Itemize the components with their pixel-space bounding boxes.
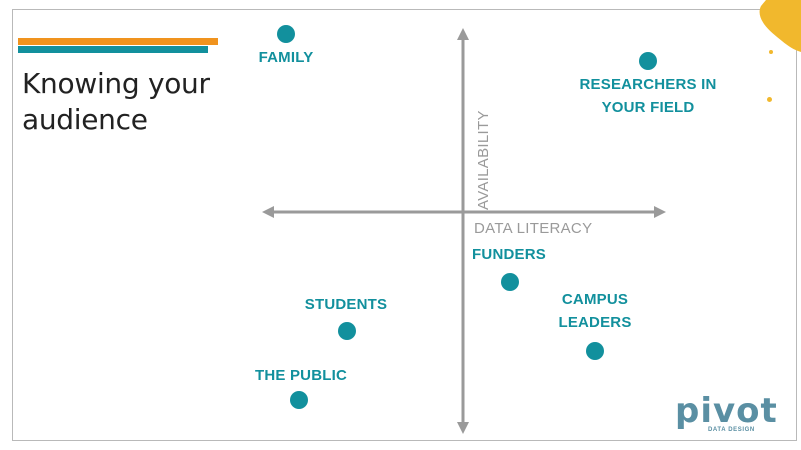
teal-accent-bar	[18, 46, 208, 53]
x-axis-label: DATA LITERACY	[474, 220, 593, 237]
x-axis-arrow-left	[262, 206, 274, 218]
audience-dot-the-public	[290, 391, 308, 409]
audience-label-family: FAMILY	[248, 46, 324, 69]
y-axis-label: AVAILABILITY	[475, 110, 492, 210]
audience-label-line: CAMPUS	[561, 291, 629, 308]
audience-label-line: FAMILY	[258, 49, 314, 66]
slide	[12, 9, 797, 441]
audience-label-line: STUDENTS	[304, 296, 388, 313]
audience-label-students: STUDENTS	[298, 293, 394, 316]
yellow-dot	[767, 97, 772, 102]
audience-dot-campus-leaders	[586, 342, 604, 360]
logo-wordmark: pivot	[675, 391, 778, 431]
y-axis-arrow-top	[457, 28, 469, 40]
audience-label-line: RESEARCHERS IN	[579, 76, 717, 93]
y-axis-arrow-bottom	[457, 422, 469, 434]
audience-dot-researchers	[639, 52, 657, 70]
title-line-1: Knowing your	[22, 67, 210, 100]
audience-dot-family	[277, 25, 295, 43]
audience-label-researchers: RESEARCHERS IN YOUR FIELD	[568, 73, 728, 119]
audience-label-line: YOUR FIELD	[601, 99, 695, 116]
audience-label-funders: FUNDERS	[466, 243, 552, 266]
orange-accent-bar	[18, 38, 218, 45]
title-line-2: audience	[22, 103, 148, 136]
audience-label-campus-leaders: CAMPUS LEADERS	[552, 288, 638, 334]
logo-tagline: DATA DESIGN	[708, 427, 755, 433]
slide-title: Knowing your audience	[22, 66, 210, 138]
yellow-paint-blob	[759, 0, 801, 54]
audience-dot-students	[338, 322, 356, 340]
audience-label-line: LEADERS	[558, 314, 632, 331]
audience-label-the-public: THE PUBLIC	[246, 364, 356, 387]
audience-label-line: FUNDERS	[472, 246, 546, 263]
x-axis-arrow-right	[654, 206, 666, 218]
audience-label-line: THE PUBLIC	[255, 367, 347, 384]
audience-dot-funders	[501, 273, 519, 291]
pivot-logo: pivot DATA DESIGN	[675, 391, 777, 439]
